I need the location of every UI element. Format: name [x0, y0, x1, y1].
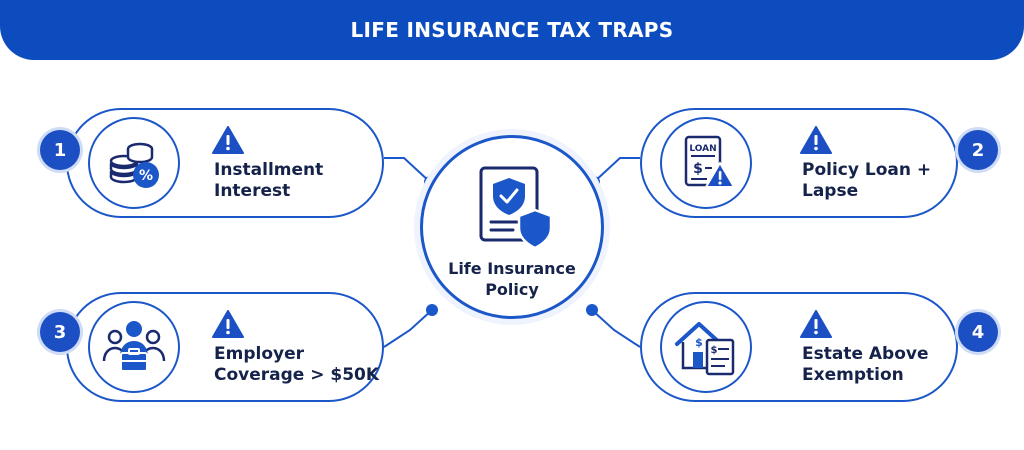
trap-card-installment-interest: % Installment Interest — [66, 108, 384, 218]
trap-card-employer-coverage: Employer Coverage > $50K — [66, 292, 384, 402]
page-title: LIFE INSURANCE TAX TRAPS — [350, 18, 674, 42]
coins-percent-icon: % — [88, 117, 180, 209]
trap-number-badge: 1 — [40, 130, 80, 170]
trap-number-badge: 2 — [958, 130, 998, 170]
svg-text:$: $ — [711, 345, 718, 356]
connector-2 — [593, 157, 640, 183]
svg-text:$: $ — [693, 161, 703, 177]
warning-icon — [212, 310, 244, 338]
employees-briefcase-icon — [88, 301, 180, 393]
connector-4 — [591, 309, 641, 348]
house-document-icon: $ $ — [660, 301, 752, 393]
trap-card-policy-loan-lapse: LOAN $ Policy Loan + Lapse — [640, 108, 958, 218]
svg-text:LOAN: LOAN — [689, 144, 716, 154]
central-policy-hub: Life Insurance Policy — [420, 135, 604, 319]
connector-3 — [383, 309, 433, 348]
hub-label: Life Insurance Policy — [448, 259, 576, 299]
trap-label: Installment Interest — [214, 160, 324, 201]
trap-label: Policy Loan + Lapse — [802, 160, 932, 201]
policy-document-shield-icon — [479, 166, 553, 250]
header-banner: LIFE INSURANCE TAX TRAPS — [0, 0, 1024, 60]
connector-dot-4 — [586, 304, 598, 316]
loan-document-icon: LOAN $ — [660, 117, 752, 209]
warning-icon — [212, 126, 244, 154]
trap-label: Estate Above Exemption — [802, 344, 929, 385]
trap-number-badge: 3 — [40, 312, 80, 352]
svg-text:$: $ — [695, 336, 703, 349]
trap-number-badge: 4 — [958, 312, 998, 352]
svg-text:%: % — [139, 168, 153, 184]
warning-icon — [800, 310, 832, 338]
warning-icon — [800, 126, 832, 154]
connector-dot-3 — [426, 304, 438, 316]
trap-label: Employer Coverage > $50K — [214, 344, 380, 385]
connector-1 — [384, 157, 431, 183]
trap-card-estate-above-exemption: $ $ Estate Above Exemption — [640, 292, 958, 402]
